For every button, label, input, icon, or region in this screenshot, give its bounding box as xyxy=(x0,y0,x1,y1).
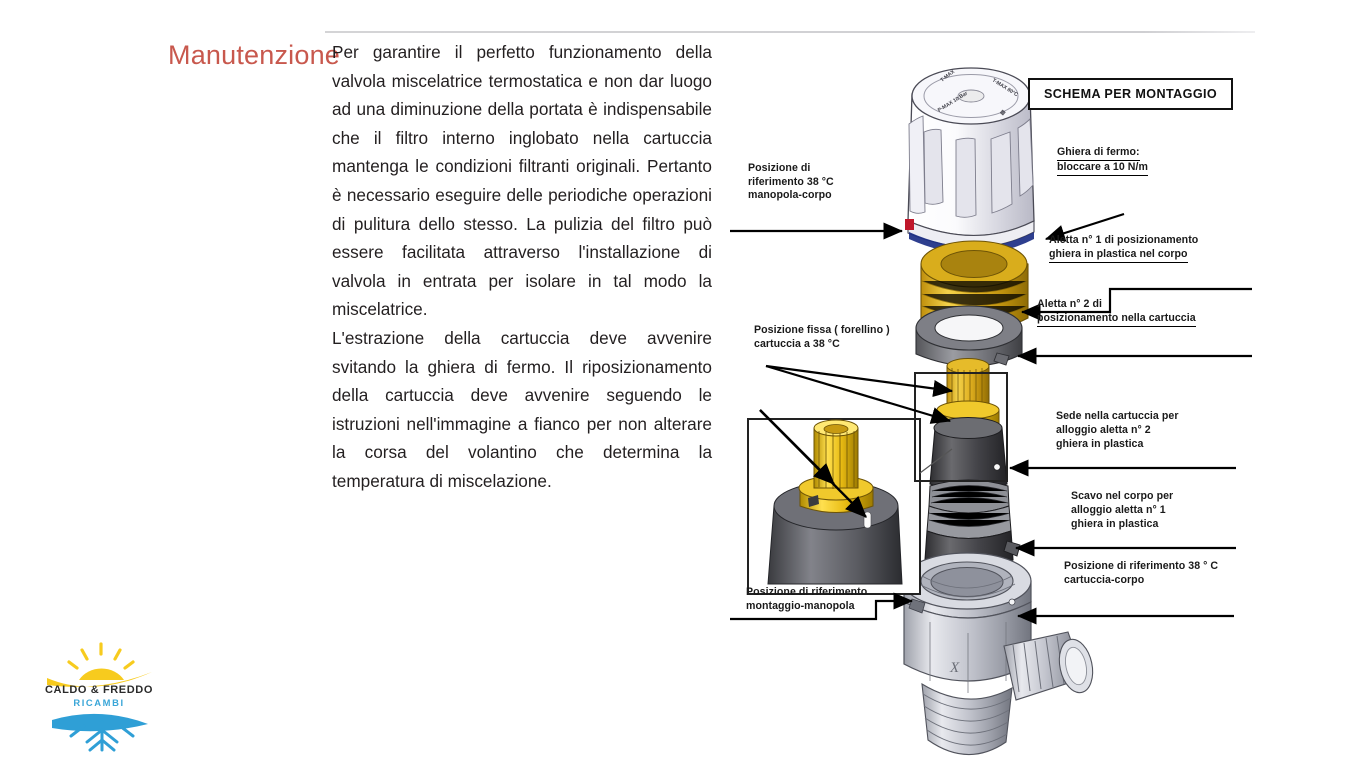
callout-sede-line1: Sede nella cartuccia per xyxy=(1056,410,1179,422)
paragraph-2: L'estrazione della cartuccia deve avveni… xyxy=(332,327,712,491)
callout-forellino: Posizione fissa ( forellino ) cartuccia … xyxy=(754,324,890,350)
header-divider xyxy=(325,31,1255,33)
callout-aletta1-line2: ghiera in plastica nel corpo xyxy=(1049,248,1188,263)
logo-subtitle: RICAMBI xyxy=(73,697,125,708)
callout-ghiera-fermo-l1-text: Ghiera di fermo: xyxy=(1057,146,1140,161)
valve-exploded-drawing: T-MAX T-MAX 80°C P-MAX 10 Bar ▥ xyxy=(730,67,1252,756)
svg-text:▥: ▥ xyxy=(999,109,1007,117)
callout-sede-line2: alloggio aletta n° 2 xyxy=(1056,424,1151,436)
logo-graphic xyxy=(47,642,152,752)
logo-name: CALDO & FREDDO xyxy=(44,684,153,696)
sun-icon xyxy=(47,642,152,687)
valve-body: X xyxy=(902,552,1094,756)
schema-title-box: SCHEMA PER MONTAGGIO xyxy=(1028,78,1234,110)
callout-scavo-line1: Scavo nel corpo per xyxy=(1071,490,1174,502)
svg-text:X: X xyxy=(949,660,960,676)
paragraph-1: Per garantire il perfetto funzionamento … xyxy=(332,42,712,320)
callout-ghiera-fermo-l2-text: bloccare a 10 N/m xyxy=(1057,161,1148,176)
detail-inset-box xyxy=(747,409,953,595)
snowflake-icon xyxy=(52,713,148,752)
callout-montaggio-manopola: Posizione di riferimento montaggio-manop… xyxy=(746,586,868,612)
callout-aletta1-l2-text: ghiera in plastica nel corpo xyxy=(1049,248,1188,263)
callout-aletta2-l2-text: posizionamento nella cartuccia xyxy=(1037,312,1196,327)
knob-assembly: T-MAX T-MAX 80°C P-MAX 10 Bar ▥ xyxy=(905,67,1035,254)
callout-aletta2-line1: Aletta n° 2 di xyxy=(1037,298,1102,310)
callout-cartuccia-corpo-line1: Posizione di riferimento 38 ° C xyxy=(1064,560,1219,572)
callout-ghiera-fermo-line1: Ghiera di fermo: xyxy=(1057,146,1140,161)
cartridge-body xyxy=(924,417,1021,569)
detail-highlight-rect xyxy=(914,372,1008,482)
callout-aletta2-line2: posizionamento nella cartuccia xyxy=(1037,312,1196,327)
page-title: Manutenzione xyxy=(168,40,341,70)
assembly-diagram: T-MAX T-MAX 80°C P-MAX 10 Bar ▥ xyxy=(716,36,1366,756)
callout-cartuccia-corpo-line2: cartuccia-corpo xyxy=(1064,574,1145,586)
callout-sede-line3: ghiera in plastica xyxy=(1056,438,1144,450)
callout-leaders xyxy=(730,212,1252,625)
callout-scavo-line3: ghiera in plastica xyxy=(1071,518,1159,530)
callout-ghiera-fermo-line2: bloccare a 10 N/m xyxy=(1057,161,1148,176)
plastic-washer xyxy=(915,305,1023,367)
callout-aletta1-line1: Aletta n° 1 di posizionamento xyxy=(1049,234,1199,246)
body-text-column: Per garantire il perfetto funzionamento … xyxy=(332,38,712,496)
brand-logo: CALDO & FREDDO RICAMBI xyxy=(24,636,174,754)
callout-scavo-line2: alloggio aletta n° 1 xyxy=(1071,504,1166,516)
callout-knob-reference: Posizione di riferimento 38 °C manopola-… xyxy=(748,162,834,202)
